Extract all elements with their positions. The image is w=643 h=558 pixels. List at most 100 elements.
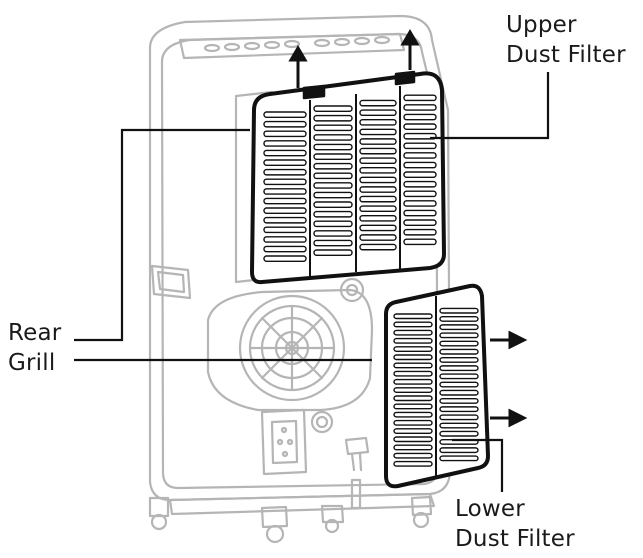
filter-slot [393,452,433,459]
filter-slot [263,149,307,157]
filter-slot [403,190,437,198]
filter-slot [359,205,397,213]
filter-slot [393,362,433,369]
filter-slot [359,109,397,117]
filter-slot [263,178,307,186]
filter-slot [393,329,433,336]
filter-slot [393,444,433,451]
filter-slot [313,191,353,199]
label-line: Upper [506,12,577,38]
filter-slot [313,162,353,170]
filter-slot [439,381,479,388]
filter-slot [393,419,433,426]
filter-slot [439,365,479,372]
filter-slot [439,373,479,380]
up-arrow-icon [288,45,308,62]
filter-slot [263,216,307,224]
leader-upper-filter [430,72,550,140]
filter-slot [439,422,479,429]
filter-slot [393,460,433,467]
label-rear-grill: Rear Grill [8,318,61,378]
filter-slot [359,243,397,251]
filter-slot [359,128,397,136]
filter-slot [313,153,353,160]
filter-slot [313,230,353,237]
filter-slot [403,238,437,246]
filter-slot [393,346,433,353]
filter-slot [439,406,479,413]
filter-slot [263,236,307,243]
label-line: Rear [8,320,62,346]
filter-slot [313,201,353,208]
filter-slot [359,234,397,241]
filter-slot [439,414,479,421]
filter-slot [263,111,307,118]
filter-slot [393,370,433,377]
filter-slot [403,123,437,130]
upper-dust-filter [250,70,446,285]
filter-slot [359,118,397,126]
filter-slot [393,354,433,361]
lower-dust-filter [384,283,490,489]
right-arrow-icon [508,330,528,350]
label-line: Lower [455,496,525,522]
filter-slot [439,447,479,454]
filter-slot [263,130,307,138]
filter-slot [403,104,437,111]
filter-slot [359,147,397,155]
filter-slot [439,430,479,437]
filter-slot [393,436,433,443]
filter-slot [393,428,433,435]
filter-slot [263,226,307,234]
filter-slot [393,378,433,385]
filter-slot [313,220,353,228]
filter-slot [263,159,307,166]
filter-slot [313,143,353,151]
label-upper-dust-filter: Upper Dust Filter [506,10,626,70]
filter-slot [393,403,433,410]
filter-slot [393,387,433,394]
leader-lower-filter [452,438,504,492]
unit-body [148,14,452,544]
filter-slot [313,124,353,132]
filter-slot [439,307,479,314]
label-line: Dust Filter [455,526,575,552]
filter-slot [313,134,353,141]
leader-lines [74,72,550,492]
filter-slot [439,348,479,355]
filter-slot [403,142,437,150]
outward-arrows [490,330,528,428]
leader-rear-grill [74,128,250,342]
filter-slot [403,180,437,188]
filter-slot [313,182,353,189]
filter-slot [403,200,437,207]
filter-slot [403,94,437,102]
filter-slot [359,157,397,165]
filter-slot [313,249,353,256]
filter-slot [359,138,397,145]
filter-slot [439,389,479,396]
up-arrow-icon [400,29,420,46]
filter-slot [313,172,353,180]
filter-slot [403,209,437,217]
filter-slot [263,197,307,205]
filter-slot [403,228,437,236]
filter-slot [393,321,433,328]
filter-slot [359,214,397,222]
label-line: Grill [8,350,56,376]
filter-slot [439,332,479,339]
filter-slot [403,152,437,159]
filter-slot [439,356,479,363]
filter-slot [263,140,307,147]
filter-slot [403,113,437,121]
filter-slot [313,239,353,247]
filter-slot [393,337,433,344]
filter-slot [313,210,353,218]
filter-slot [393,411,433,418]
filter-slot [439,315,479,322]
filter-slot [403,171,437,178]
filter-slot [359,166,397,174]
label-line: Dust Filter [506,42,626,68]
filter-slot [263,168,307,176]
